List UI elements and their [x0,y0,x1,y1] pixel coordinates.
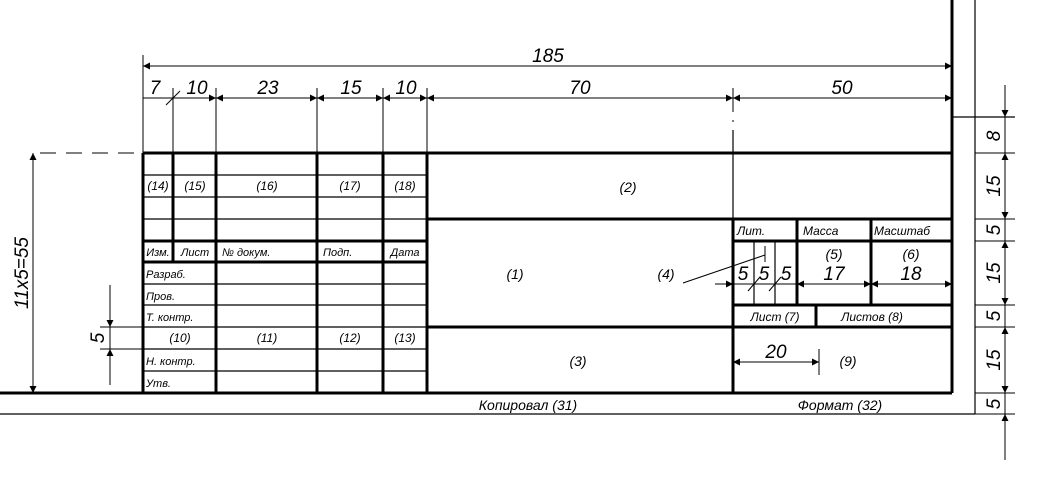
field-2: (2) [619,179,636,195]
mass-width: 17 [823,264,846,285]
field-6: (6) [902,246,919,262]
r-label-5a: 5 [984,224,1005,235]
bottom-labels: Копировал (31) Формат (32) [479,397,882,413]
field-3: (3) [569,353,586,369]
lit-width-1: 5 [738,264,749,285]
sheet-frame [0,0,1015,415]
role-tech-control: Т. контр. [146,312,193,324]
lit-width-3: 5 [781,264,792,285]
field-9: (9) [839,353,856,369]
field-markers: (14) (15) (16) (17) (18) (10) (11) (12) … [147,179,919,369]
top-dimension-lines [143,62,952,106]
marker-16: (16) [256,179,277,193]
dim-label-10a: 10 [186,78,208,99]
role-checker: Пров. [146,291,175,303]
r-label-8: 8 [984,130,1005,141]
marker-17: (17) [339,179,360,193]
title-block [141,88,952,393]
sheets-label: Листов (8) [840,310,903,324]
marker-18: (18) [394,179,415,193]
dim-label-23: 23 [256,78,279,99]
field-1: (1) [506,266,523,282]
sheet-label: Лист (7) [750,310,800,324]
top-extension-lines [142,55,428,153]
r-label-15b: 15 [984,262,1005,284]
header-doc-number: № докум. [222,247,270,259]
marker-15: (15) [184,179,205,193]
dimension-labels: 185 7 10 23 15 10 70 50 8 15 5 15 5 15 5… [12,46,1005,409]
dim-label-7: 7 [150,78,162,99]
copied-label: Копировал (31) [479,397,577,413]
role-developer: Разраб. [146,269,186,281]
left-label-55: 11x5=55 [12,237,33,309]
field-4: (4) [657,266,674,282]
dim-lit-tick-2 [768,276,782,292]
marker-12: (12) [339,331,360,345]
r-label-5c: 5 [984,398,1005,409]
role-labels: Разраб. Пров. Т. контр. Н. контр. Утв. [145,269,196,390]
dim-label-50: 50 [831,78,853,99]
marker-14: (14) [147,179,168,193]
header-date: Дата [388,247,419,259]
lit-width-2: 5 [759,264,770,285]
field-5: (5) [825,246,842,262]
scale-label: Масштаб [874,224,931,238]
dim-label-70: 70 [569,78,591,99]
header-list: Лист [180,247,209,259]
r-label-15c: 15 [984,349,1005,371]
lit-label: Лит. [736,224,765,238]
left-label-5: 5 [88,332,109,343]
width-20-label: 20 [764,342,787,363]
header-signature: Подп. [323,247,352,259]
role-approved: Утв. [145,378,171,390]
marker-10: (10) [169,331,190,345]
dim-overall-label: 185 [532,46,564,67]
role-norm-control: Н. контр. [146,356,196,368]
dim-lit-tick-1 [747,276,761,292]
dim-label-15: 15 [340,78,362,99]
marker-13: (13) [394,331,415,345]
mass-label: Масса [803,224,839,238]
leader-4 [682,254,766,284]
marker-11: (11) [257,331,277,345]
right-block-labels: Лит. Масса Масштаб 5 5 5 17 18 Лист (7) … [736,224,931,363]
format-label: Формат (32) [798,397,882,413]
r-label-15a: 15 [984,175,1005,197]
header-row: Изм. Лист № докум. Подп. Дата [146,247,419,259]
dim-label-10b: 10 [395,78,417,99]
right-dimension-lines [975,85,1015,460]
internal-dimension-lines [682,246,952,375]
left-dimension-lines [29,153,143,393]
scale-width: 18 [900,264,922,285]
r-label-5b: 5 [984,310,1005,321]
header-izm: Изм. [146,247,169,259]
